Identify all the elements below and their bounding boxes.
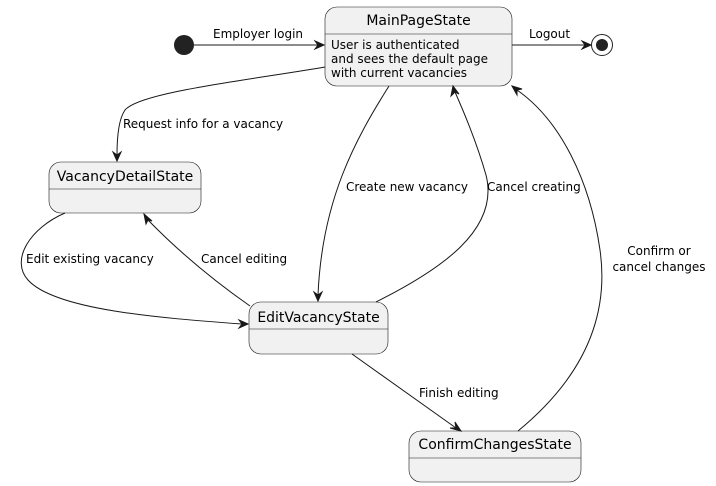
transition-create-new: Create new vacancy xyxy=(312,85,468,303)
state-main-page-desc-line-2: and sees the default page xyxy=(331,52,488,66)
state-main-page-desc-line-1: User is authenticated xyxy=(331,38,460,52)
label-create-new: Create new vacancy xyxy=(346,180,468,194)
label-logout: Logout xyxy=(529,27,570,41)
state-vacancy-detail-title: VacancyDetailState xyxy=(57,169,194,185)
label-confirm-cancel-line-2: cancel changes xyxy=(612,260,705,274)
state-edit-vacancy-title: EditVacancyState xyxy=(257,310,379,326)
start-node xyxy=(174,35,194,55)
state-confirm-changes: ConfirmChangesState xyxy=(408,430,582,483)
state-vacancy-detail: VacancyDetailState xyxy=(48,161,202,214)
end-node xyxy=(591,34,613,56)
label-cancel-editing: Cancel editing xyxy=(201,252,287,266)
state-main-page: MainPageState User is authenticated and … xyxy=(324,6,513,87)
transition-cancel-editing: Cancel editing xyxy=(143,212,287,307)
label-request-info: Request info for a vacancy xyxy=(123,117,283,131)
transition-cancel-creating: Cancel creating xyxy=(375,84,581,303)
state-edit-vacancy: EditVacancyState xyxy=(248,301,389,355)
transition-confirm-cancel: Confirm or cancel changes xyxy=(510,85,706,432)
transition-request-info: Request info for a vacancy xyxy=(111,66,326,163)
state-main-page-title: MainPageState xyxy=(366,13,470,29)
transition-employer-login: Employer login xyxy=(194,27,326,51)
label-confirm-cancel-line-1: Confirm or xyxy=(627,244,690,258)
label-finish-editing: Finish editing xyxy=(419,386,499,400)
state-confirm-changes-title: ConfirmChangesState xyxy=(418,437,571,453)
state-main-page-desc-line-3: with current vacancies xyxy=(331,66,467,80)
label-employer-login: Employer login xyxy=(213,27,303,41)
transition-logout: Logout xyxy=(512,27,593,51)
label-edit-existing: Edit existing vacancy xyxy=(26,252,154,266)
label-cancel-creating: Cancel creating xyxy=(487,180,581,194)
transition-finish-editing: Finish editing xyxy=(351,353,499,432)
transition-edit-existing: Edit existing vacancy xyxy=(20,212,250,330)
